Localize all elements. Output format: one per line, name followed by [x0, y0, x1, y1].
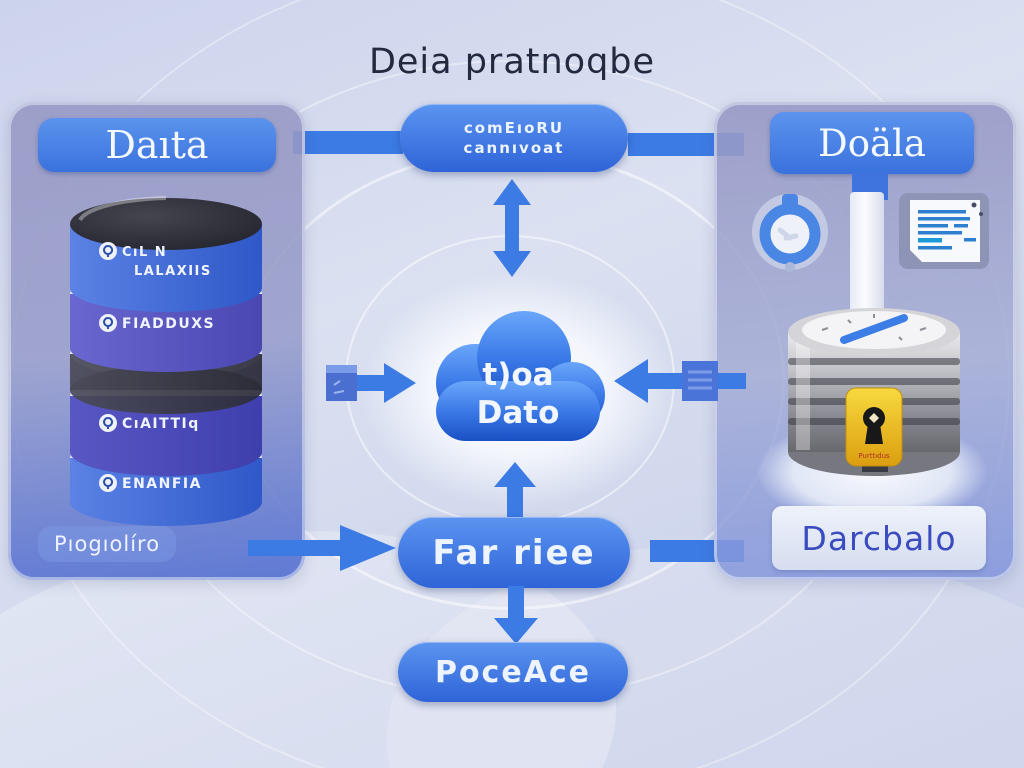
- gauge-icon: [752, 194, 828, 272]
- segment-badge-icon: [99, 414, 117, 432]
- vertical-double-arrow-icon: [493, 179, 531, 277]
- cylinder-segment: ENANFIA: [99, 474, 202, 492]
- database-cylinder-icon: CıL N LALAXIIS FIADDUXS CıAITTIq ENANFIA: [70, 196, 262, 526]
- lock-badge-icon: Purttıdus: [845, 387, 903, 472]
- cylinder-segment: FIADDUXS: [99, 314, 215, 332]
- left-panel-header-label: Daıta: [105, 123, 209, 167]
- cloud-label-line2: Dato: [477, 395, 560, 431]
- document-icon: [899, 193, 989, 269]
- inbox-arrow-icon: [326, 363, 416, 403]
- up-arrow-icon: [494, 462, 536, 520]
- white-stem: [850, 192, 884, 312]
- diagram-title: Deia pratnoqbe: [368, 42, 656, 82]
- left-panel-footer-label: Pıogıolíro: [38, 526, 177, 562]
- cylinder-cap: [70, 198, 262, 250]
- right-panel: Doäla: [714, 102, 1016, 580]
- connector-bar-left: [293, 131, 403, 154]
- segment-label: CıAITTIq: [122, 416, 200, 432]
- right-panel-header: Doäla: [770, 112, 974, 174]
- segment-badge-icon: [99, 314, 117, 332]
- segment-label: LALAXIIS: [134, 264, 212, 279]
- cylinder-segment: CıL N LALAXIIS: [99, 242, 212, 279]
- mid-pill-label: Far riee: [432, 532, 596, 573]
- right-panel-footer: Darcbalo: [772, 506, 986, 570]
- segment-label: CıL N: [122, 245, 167, 260]
- flow-arrow-icon: [248, 525, 396, 571]
- cloud-label-line1: t)oa: [482, 357, 553, 393]
- segment-label: FIADDUXS: [122, 316, 215, 332]
- left-panel-footer: Pıogıolíro: [38, 526, 177, 562]
- segment-badge-icon: [99, 474, 117, 492]
- outbox-arrow-icon: [614, 359, 746, 403]
- down-arrow-icon: [494, 586, 538, 644]
- bottom-pill-label: PoceAce: [434, 654, 592, 690]
- lock-caption: Purttıdus: [858, 452, 890, 460]
- right-panel-footer-label: Darcbalo: [801, 518, 957, 558]
- top-pill-line2: cannıvoat: [463, 139, 565, 157]
- left-panel-header: Daıta: [38, 118, 276, 172]
- cylinder-segment: CıAITTIq: [99, 414, 200, 432]
- segment-label: ENANFIA: [122, 476, 202, 492]
- cloud-icon: t)oa Dato: [436, 311, 605, 441]
- bottom-pill: PoceAce: [398, 642, 628, 702]
- top-pill: comEıoRU cannıvoat: [400, 104, 628, 172]
- top-pill-line1: comEıoRU: [463, 119, 565, 137]
- right-panel-header-label: Doäla: [818, 121, 926, 165]
- mid-pill: Far riee: [398, 517, 630, 588]
- left-panel: Daıta: [8, 102, 305, 580]
- segment-badge-icon: [99, 242, 117, 260]
- secure-drum-icon: Purttıdus: [788, 308, 960, 476]
